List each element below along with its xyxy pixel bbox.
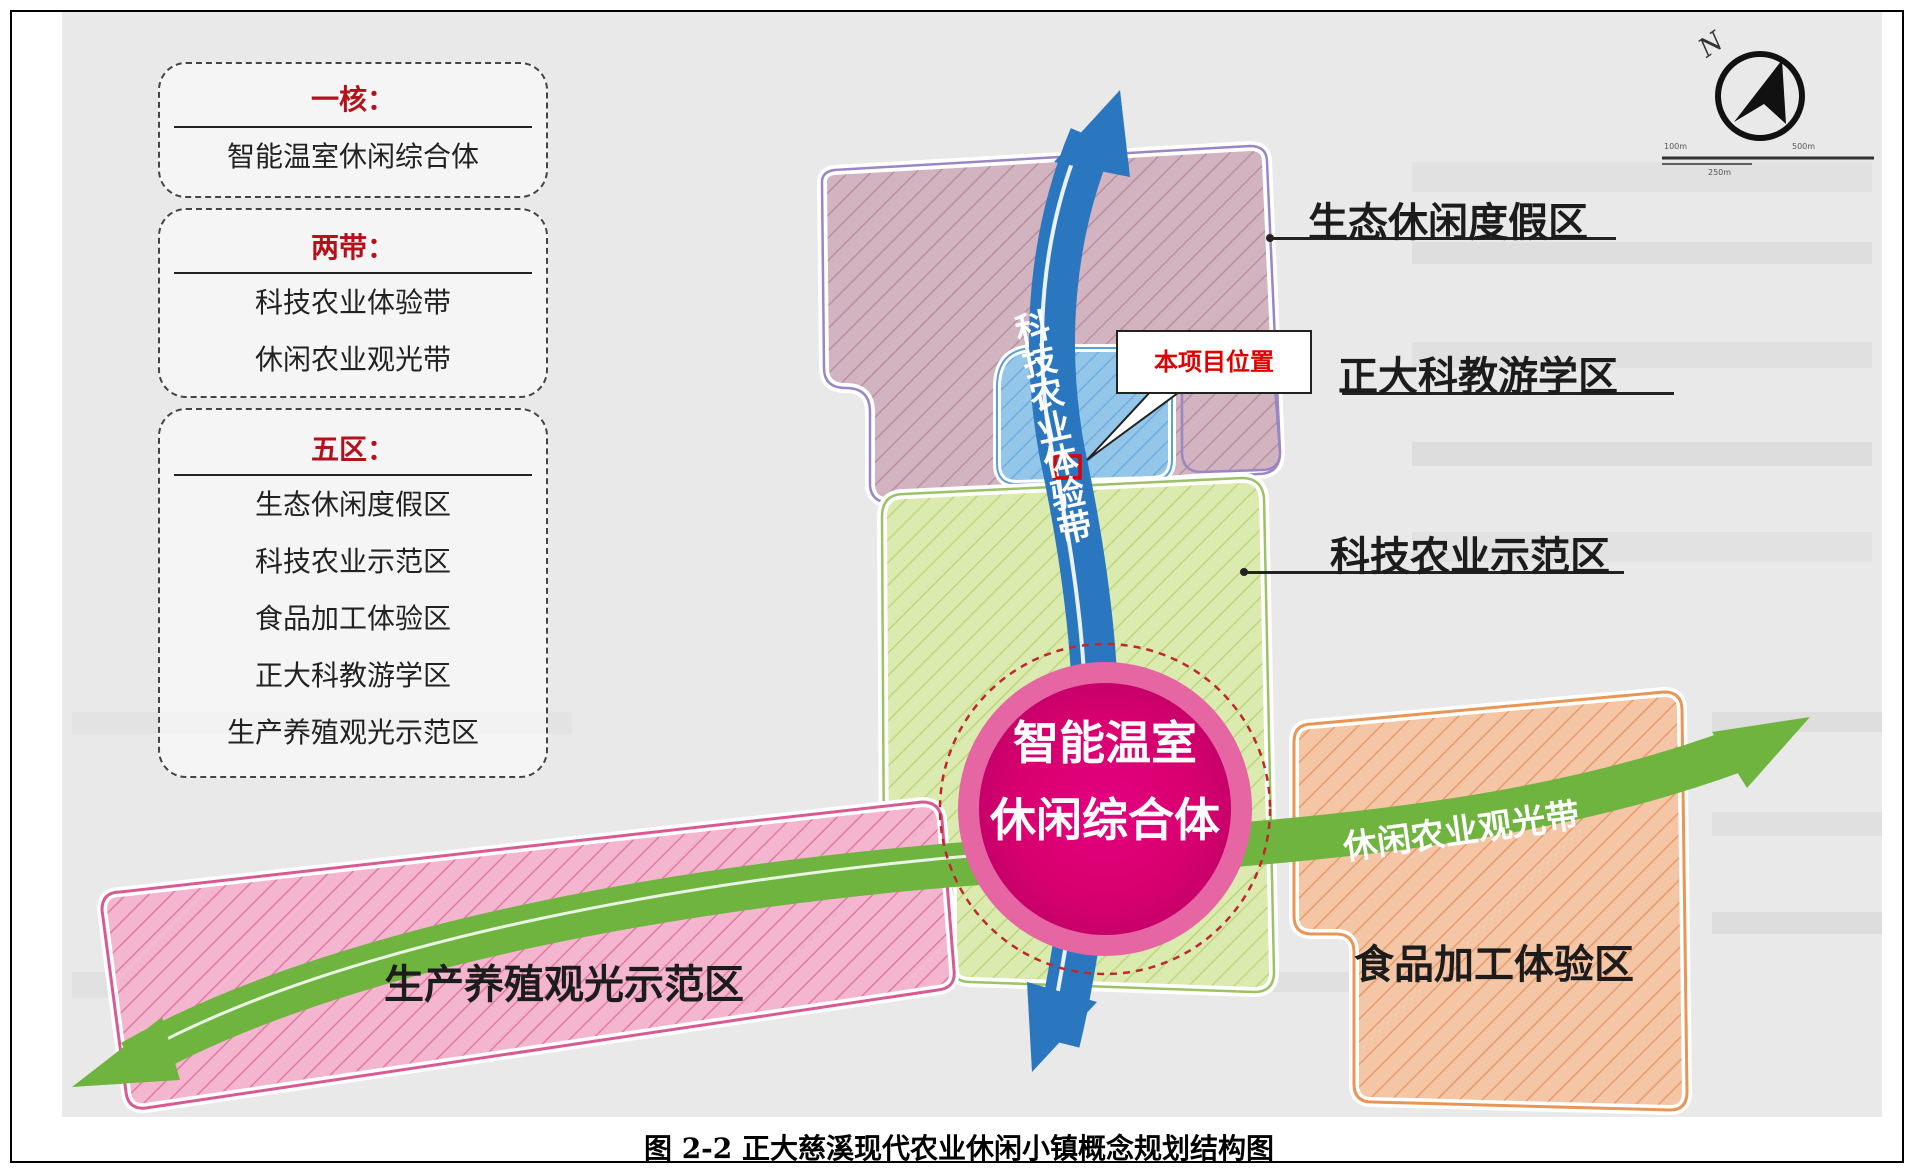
core-label-line1: 智能温室 (1013, 716, 1197, 770)
legend-zone-item: 科技农业示范区 (254, 545, 451, 578)
north-arrow-icon (1715, 51, 1805, 141)
map-figure: N 100m 250m 500m 一核： 智能温室休闲综合体 两带： 科技农业体… (10, 10, 1904, 1163)
label-eco-leisure: 生态休闲度假区 (1308, 200, 1588, 246)
legend-core-heading: 一核 (310, 83, 367, 116)
legend-zone-item: 正大科教游学区 (254, 659, 451, 692)
project-location-callout: 本项目位置 (1116, 330, 1312, 394)
legend-belt-item: 科技农业体验带 (254, 286, 451, 319)
legend-zones: 五区： 生态休闲度假区 科技农业示范区 食品加工体验区 正大科教游学区 生产养殖… (158, 408, 548, 778)
scale-bar (1662, 156, 1874, 165)
label-production: 生产养殖观光示范区 (384, 962, 744, 1008)
planning-map (62, 12, 1882, 1117)
legend-zones-heading: 五区 (310, 433, 367, 466)
legend-colon: ： (367, 231, 396, 264)
legend-core-item: 智能温室休闲综合体 (226, 140, 479, 173)
project-location-marker (1053, 454, 1082, 480)
core-label-line2: 休闲综合体 (990, 793, 1220, 847)
label-food-processing: 食品加工体验区 (1354, 942, 1634, 988)
figure-caption: 图 2-2 正大慈溪现代农业休闲小镇概念规划结构图 (643, 1132, 1275, 1163)
legend-belts: 两带： 科技农业体验带 休闲农业观光带 (158, 208, 548, 398)
legend-zone-item: 生产养殖观光示范区 (226, 716, 479, 749)
label-education: 正大科教游学区 (1338, 354, 1618, 400)
legend-belt-item: 休闲农业观光带 (254, 343, 451, 376)
legend-core: 一核： 智能温室休闲综合体 (158, 62, 548, 198)
leader-line (1270, 237, 1616, 240)
legend-belts-heading: 两带 (310, 231, 367, 264)
leader-line (1244, 571, 1624, 574)
legend-colon: ： (367, 83, 396, 116)
legend-divider (174, 272, 532, 274)
scale-label-3: 500m (1792, 142, 1816, 151)
core-dashed-ring (938, 642, 1272, 976)
scale-label-1: 100m (1664, 142, 1688, 151)
scale-label-2: 250m (1708, 168, 1732, 177)
label-tech-demo: 科技农业示范区 (1330, 534, 1610, 580)
legend-divider (174, 474, 532, 476)
legend-zone-item: 食品加工体验区 (254, 602, 451, 635)
legend-zone-item: 生态休闲度假区 (254, 488, 451, 521)
legend-divider (174, 126, 532, 128)
core-circle (979, 683, 1231, 935)
legend-colon: ： (367, 433, 396, 466)
leader-line (1342, 392, 1674, 395)
